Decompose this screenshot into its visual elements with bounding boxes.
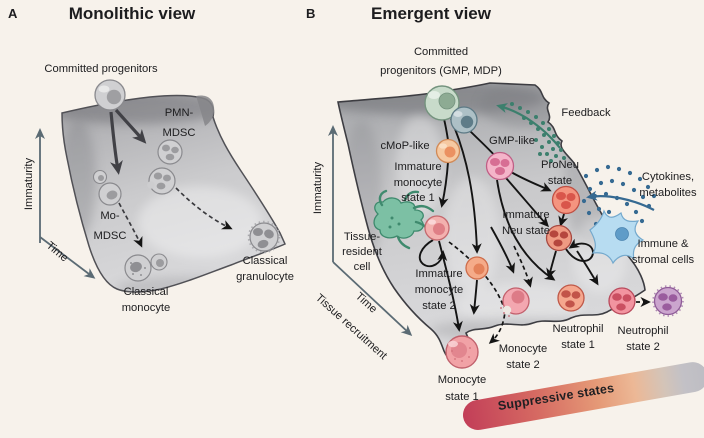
arrow-immneu-down xyxy=(546,250,557,279)
label-cytokines-metabolites: Cytokines,metabolites xyxy=(639,171,697,199)
cell-neutrophil-aged-purple xyxy=(652,285,684,317)
arrow-progenitor-to-cmop xyxy=(443,118,449,141)
cell-immature-monocyte-state-2 xyxy=(465,256,489,280)
cell-immune-stromal xyxy=(589,209,645,265)
label-gmp-like: GMP-like xyxy=(489,135,535,147)
feedback-molecule-dots xyxy=(510,102,566,163)
arrow-immono1-to-mono1 xyxy=(438,240,463,332)
label-feedback: Feedback xyxy=(561,107,611,119)
axis-label-immaturity-b: Immaturity xyxy=(312,161,324,215)
cell-neutrophil-state-1 xyxy=(557,284,585,312)
cell-gmp-like xyxy=(485,151,515,181)
label-cmop-like: cMoP-like xyxy=(380,140,430,152)
panel-b-letter: B xyxy=(306,6,316,21)
cell-monocyte-state-2 xyxy=(500,287,530,317)
arrows-panel-a xyxy=(109,108,233,248)
cell-classical-monocyte xyxy=(124,254,152,282)
arrow-proneu-to-immneu xyxy=(558,213,568,227)
arrow-gmp-to-immneu xyxy=(505,177,549,228)
cell-classical-monocyte-small xyxy=(150,253,168,271)
surface-a-curl xyxy=(196,95,215,126)
panel-a-title: Monolithic view xyxy=(68,4,196,23)
cell-neutrophil-state-2 xyxy=(608,287,636,315)
arrow-sweep-to-immono2 xyxy=(450,118,482,254)
cell-proneu-state xyxy=(551,185,581,215)
cell-cmop-like xyxy=(435,138,461,164)
cell-immature-neu-state xyxy=(545,224,573,252)
arrow-immono2-down xyxy=(469,279,480,315)
axis-label-immaturity-a: Immaturity xyxy=(23,157,35,211)
axes xyxy=(35,125,413,337)
cell-mo-mdsc xyxy=(98,182,122,206)
cell-immature-monocyte-state-1 xyxy=(424,215,450,241)
label-mo-mdsc: Mo-MDSC xyxy=(93,210,127,242)
axis-b-time-recruitment xyxy=(332,261,413,337)
label-immature-monocyte-state-1: Immature monocyte state 1 xyxy=(393,161,443,204)
arrow-dashed-gmp-mid xyxy=(513,245,533,288)
cell-pmn-mdsc-2 xyxy=(147,167,176,195)
cell-classical-granulocyte xyxy=(247,220,281,254)
arrow-cmop-to-immono1 xyxy=(438,161,449,208)
label-immune-stromal-cells: Immune &stromal cells xyxy=(631,238,695,266)
label-tissue-resident-cell: Tissue- resident cell xyxy=(342,231,382,273)
suppressive-states-banner xyxy=(463,362,704,430)
cell-monocyte-state-1 xyxy=(445,335,479,369)
arrow-immono1-selfloop xyxy=(418,239,448,268)
label-immature-monocyte-state-2: Immature monocyte state 2 xyxy=(414,268,464,312)
label-committed-progenitors-a: Committed progenitors xyxy=(44,63,158,75)
cell-mo-mdsc-small xyxy=(92,169,108,185)
label-pmn-mdsc: PMN-MDSC xyxy=(162,107,196,139)
cell-tissue-resident xyxy=(373,189,435,250)
panel-b-title: Emergent view xyxy=(371,4,491,23)
cell-pmn-mdsc-1 xyxy=(157,139,183,165)
axis-a-time xyxy=(39,236,96,279)
arrow-gmp-to-proneu xyxy=(510,171,552,192)
cell-committed-progenitor-a xyxy=(94,79,126,111)
cell-committed-progenitor-green xyxy=(424,85,460,121)
cell-committed-progenitor-slate xyxy=(450,106,478,134)
panel-a-letter: A xyxy=(8,6,18,21)
arrow-immneu-to-neu2 xyxy=(576,250,599,286)
arrow-sweep-to-neu1 xyxy=(496,179,556,281)
arrow-into-mono2 xyxy=(490,226,515,274)
